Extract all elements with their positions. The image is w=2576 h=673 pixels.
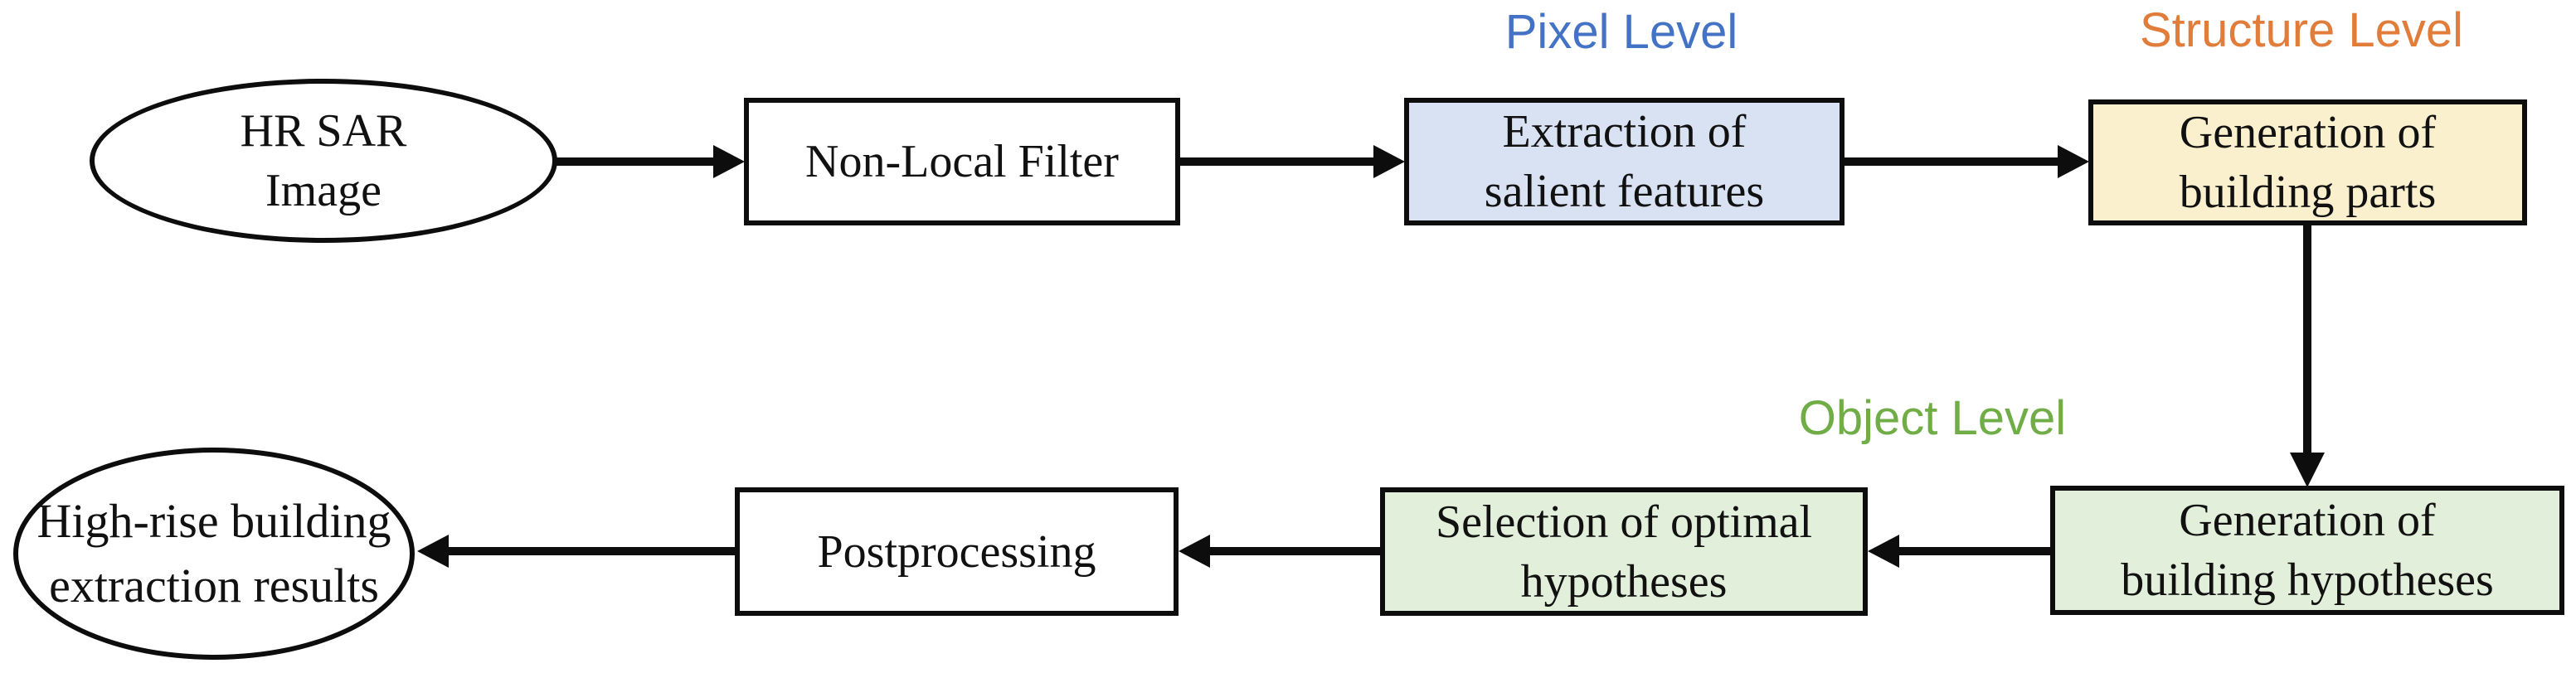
- arrow-line-filter-to-extraction: [1180, 157, 1376, 166]
- arrow-line-extraction-to-parts: [1845, 157, 2060, 166]
- node-selection-optimal-hypotheses: Selection of optimal hypotheses: [1380, 487, 1868, 616]
- arrow-line-hypotheses-to-selection: [1898, 547, 2050, 555]
- node-text-line: building parts: [2179, 167, 2437, 218]
- node-text-line: High-rise building: [36, 494, 391, 548]
- structure-level-label: Structure Level: [2139, 3, 2464, 57]
- node-text-line: hypotheses: [1520, 555, 1728, 608]
- arrowhead-right-icon: [2058, 145, 2089, 178]
- arrowhead-left-icon: [1179, 535, 1210, 568]
- arrowhead-right-icon: [1373, 145, 1405, 178]
- arrow-line-postprocessing-to-results: [447, 547, 735, 555]
- arrowhead-left-icon: [417, 535, 449, 568]
- node-text-line: Non-Local Filter: [805, 136, 1119, 187]
- node-extraction-salient-features: Extraction of salient features: [1404, 98, 1845, 225]
- node-text-line: HR SAR: [240, 105, 407, 157]
- arrow-line-selection-to-postprocessing: [1208, 547, 1380, 555]
- node-text-line: extraction results: [49, 559, 379, 612]
- node-text-line: Extraction of: [1502, 106, 1747, 157]
- node-text-line: Generation of: [2179, 495, 2436, 546]
- node-hr-sar-image: HR SAR Image: [90, 79, 557, 243]
- node-text-line: building hypotheses: [2121, 554, 2494, 606]
- node-text-line: Postprocessing: [817, 525, 1096, 578]
- node-text-line: salient features: [1484, 166, 1765, 217]
- pixel-level-label: Pixel Level: [1504, 5, 1738, 59]
- node-non-local-filter: Non-Local Filter: [744, 98, 1180, 225]
- node-text-line: Generation of: [2179, 107, 2437, 158]
- node-text-line: Image: [265, 165, 382, 216]
- node-text-line: Selection of optimal: [1435, 496, 1813, 548]
- arrowhead-down-icon: [2290, 453, 2325, 487]
- arrowhead-left-icon: [1868, 535, 1899, 568]
- arrowhead-right-icon: [713, 145, 745, 178]
- object-level-label: Object Level: [1798, 391, 2067, 445]
- node-postprocessing: Postprocessing: [735, 487, 1179, 616]
- node-generation-building-hypotheses: Generation of building hypotheses: [2050, 486, 2564, 615]
- arrow-line-input-to-filter: [554, 157, 717, 166]
- node-generation-building-parts: Generation of building parts: [2088, 99, 2527, 225]
- node-extraction-results: High-rise building extraction results: [13, 448, 415, 660]
- arrow-line-parts-to-hypotheses: [2303, 225, 2311, 454]
